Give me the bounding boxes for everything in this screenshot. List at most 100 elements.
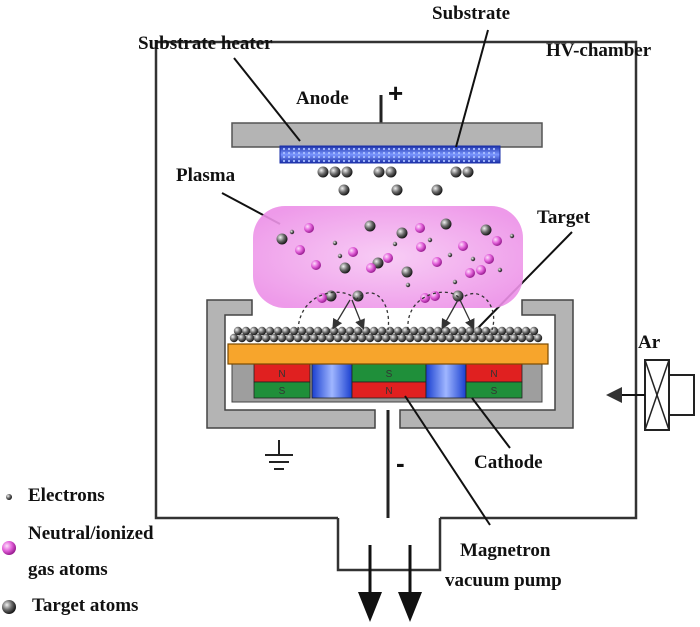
target-atom bbox=[321, 326, 331, 336]
substrate-dot bbox=[337, 159, 341, 163]
target-atom bbox=[396, 227, 408, 239]
substrate-dot bbox=[412, 155, 416, 159]
substrate-dot bbox=[287, 151, 291, 155]
substrate-dot bbox=[317, 155, 321, 159]
substrate-dot bbox=[447, 147, 451, 151]
substrate-dot bbox=[307, 159, 311, 163]
substrate-dot bbox=[457, 159, 461, 163]
substrate-dot bbox=[432, 147, 436, 151]
target-atom bbox=[261, 333, 271, 343]
target-atom bbox=[297, 326, 307, 336]
substrate-texture bbox=[282, 147, 496, 163]
substrate-dot bbox=[362, 155, 366, 159]
target-atom bbox=[453, 333, 463, 343]
substrate-dot bbox=[397, 147, 401, 151]
target-atom bbox=[249, 326, 259, 336]
substrate-label: Substrate bbox=[432, 3, 511, 24]
substrate-dot bbox=[412, 151, 416, 155]
substrate-dot bbox=[437, 151, 441, 155]
target-atom bbox=[337, 326, 347, 336]
target-atom bbox=[441, 326, 451, 336]
substrate-dot bbox=[477, 147, 481, 151]
target-atom bbox=[381, 333, 391, 343]
target-atom bbox=[391, 184, 403, 196]
target-atom-layer bbox=[229, 326, 543, 343]
target-atom bbox=[338, 184, 350, 196]
substrate-dot bbox=[342, 159, 346, 163]
target-atom bbox=[281, 326, 291, 336]
substrate-dot bbox=[332, 147, 336, 151]
target-atom bbox=[313, 326, 323, 336]
substrate-dot bbox=[367, 155, 371, 159]
target-atom bbox=[409, 326, 419, 336]
substrate-dot bbox=[427, 155, 431, 159]
substrate-dot bbox=[322, 151, 326, 155]
substrate-dot bbox=[442, 151, 446, 155]
substrate-dot bbox=[402, 147, 406, 151]
target-atom bbox=[413, 333, 423, 343]
target-atom bbox=[317, 166, 329, 178]
target-atom bbox=[493, 333, 503, 343]
substrate-dot bbox=[472, 147, 476, 151]
substrate-dot bbox=[317, 159, 321, 163]
target-atom bbox=[431, 184, 443, 196]
target-atom bbox=[469, 333, 479, 343]
target-atom bbox=[289, 326, 299, 336]
substrate-dot bbox=[417, 147, 421, 151]
gas-atom bbox=[476, 265, 486, 275]
substrate-dot bbox=[332, 155, 336, 159]
target-atom bbox=[285, 333, 295, 343]
substrate-dot bbox=[327, 159, 331, 163]
anode-label: Anode bbox=[296, 88, 349, 109]
target-atom bbox=[437, 333, 447, 343]
magnet-blue-left bbox=[311, 363, 353, 399]
substrate-dot bbox=[347, 159, 351, 163]
substrate-dot bbox=[302, 147, 306, 151]
target-atom bbox=[365, 333, 375, 343]
substrate-dot bbox=[467, 155, 471, 159]
target-atom bbox=[349, 333, 359, 343]
substrate-dot bbox=[392, 151, 396, 155]
substrate-dot bbox=[397, 151, 401, 155]
substrate-dot bbox=[417, 155, 421, 159]
target-atom bbox=[481, 326, 491, 336]
electron bbox=[337, 253, 343, 259]
substrate-dot bbox=[342, 155, 346, 159]
target-atom bbox=[513, 326, 523, 336]
substrate-dot bbox=[452, 147, 456, 151]
substrate-dot bbox=[362, 147, 366, 151]
target-atom bbox=[533, 333, 543, 343]
substrate-dot bbox=[372, 155, 376, 159]
substrate-dot bbox=[312, 151, 316, 155]
target-atom bbox=[473, 326, 483, 336]
substrate-heater-pointer bbox=[233, 57, 301, 142]
target-atom bbox=[273, 326, 283, 336]
sputter-arrows bbox=[332, 299, 475, 330]
substrate-dot bbox=[457, 155, 461, 159]
electron bbox=[447, 252, 453, 258]
substrate-dot bbox=[492, 151, 496, 155]
substrate-dot bbox=[417, 151, 421, 155]
target-atom bbox=[229, 333, 239, 343]
substrate-dot bbox=[442, 159, 446, 163]
ground-icon bbox=[265, 440, 293, 470]
target-atom bbox=[529, 326, 539, 336]
legend-gas-atom-icon bbox=[2, 541, 16, 555]
substrate-dot bbox=[492, 159, 496, 163]
substrate-dot bbox=[387, 147, 391, 151]
gas-atom bbox=[430, 291, 440, 301]
substrate-dot bbox=[332, 151, 336, 155]
electron bbox=[452, 279, 458, 285]
target-atom bbox=[517, 333, 527, 343]
substrate-dot bbox=[427, 147, 431, 151]
substrate-dot bbox=[372, 151, 376, 155]
substrate-dot bbox=[387, 159, 391, 163]
substrate-dot bbox=[352, 147, 356, 151]
substrate-dot bbox=[447, 151, 451, 155]
substrate-dot bbox=[287, 155, 291, 159]
substrate-dot bbox=[477, 151, 481, 155]
legend-target-atom-icon bbox=[2, 600, 16, 614]
substrate-dot bbox=[337, 155, 341, 159]
target-atom bbox=[397, 333, 407, 343]
substrate-dot bbox=[397, 159, 401, 163]
